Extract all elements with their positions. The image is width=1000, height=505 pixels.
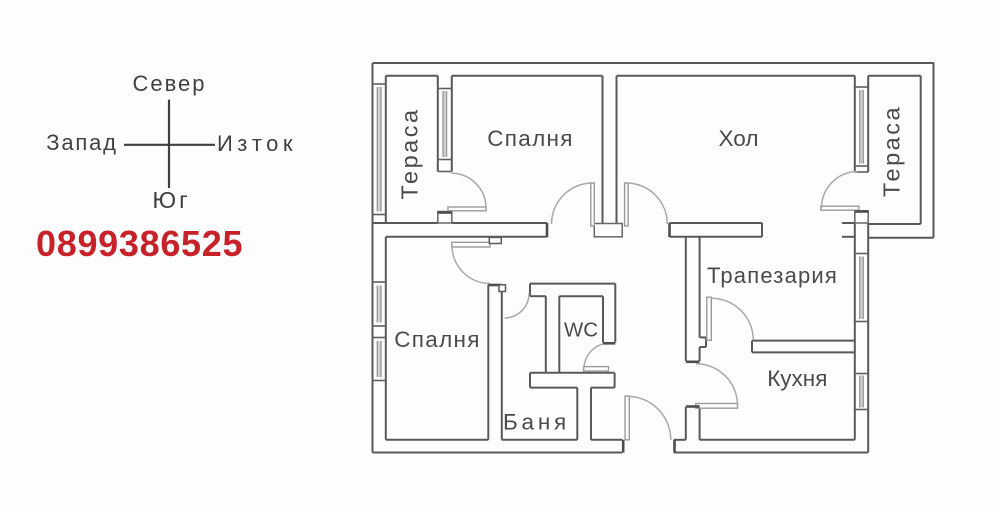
- svg-text:Тераса: Тераса: [879, 105, 905, 197]
- svg-text:Баня: Баня: [503, 410, 570, 435]
- svg-text:WC: WC: [564, 319, 598, 342]
- svg-text:Изток: Изток: [217, 131, 297, 156]
- svg-text:Кухня: Кухня: [767, 366, 827, 391]
- svg-text:0899386525: 0899386525: [36, 223, 243, 264]
- svg-text:Юг: Юг: [152, 187, 190, 213]
- svg-text:Хол: Хол: [719, 126, 759, 151]
- svg-text:Спалня: Спалня: [394, 327, 480, 352]
- svg-text:Север: Север: [132, 71, 206, 96]
- svg-text:Тераса: Тераса: [397, 107, 423, 199]
- svg-text:Спалня: Спалня: [487, 126, 573, 151]
- svg-text:Запад: Запад: [46, 130, 118, 155]
- svg-text:Трапезария: Трапезария: [707, 263, 838, 288]
